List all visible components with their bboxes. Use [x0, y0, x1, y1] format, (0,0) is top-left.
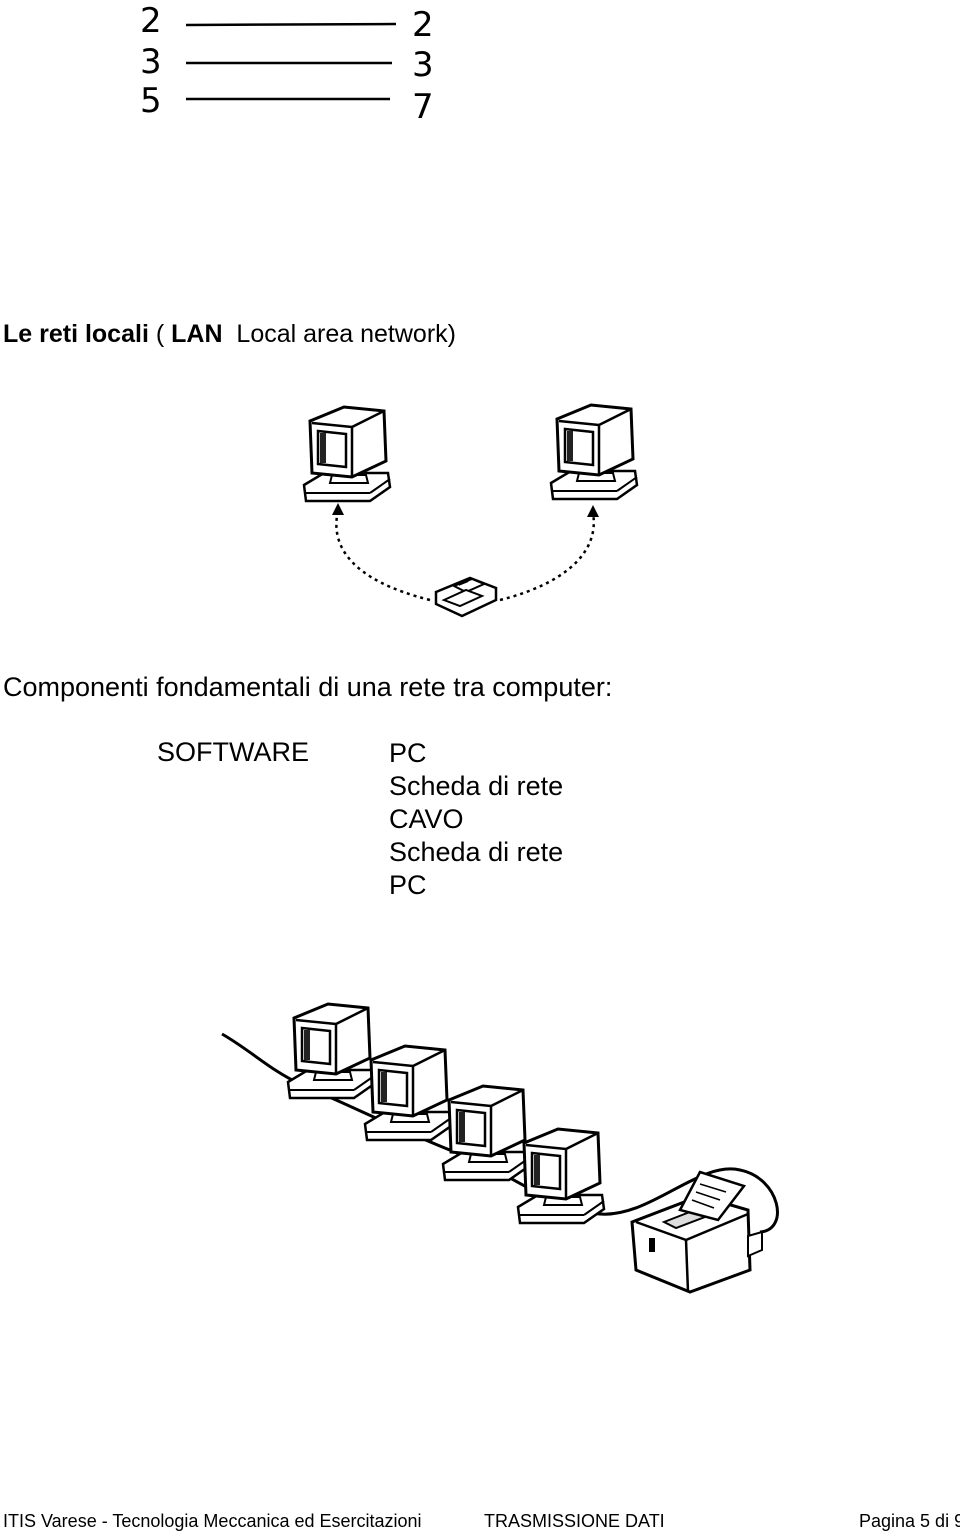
heading-expansion: Local area network)	[236, 320, 456, 348]
pin-right-1: 2	[412, 5, 434, 45]
component-item: PC	[389, 870, 427, 900]
printer-icon	[630, 1170, 763, 1294]
component-item: Scheda di rete	[389, 837, 564, 867]
section-heading: Le reti locali ( LAN Local area network)	[3, 320, 456, 349]
component-item: PC	[389, 738, 427, 768]
pin-lines	[185, 22, 397, 101]
lan-bus-illustration	[221, 1002, 779, 1294]
floppy-disk-icon	[434, 576, 498, 618]
pin-right-3: 7	[412, 87, 434, 127]
lan-computer-2	[363, 1044, 453, 1142]
computer-right	[549, 403, 639, 501]
heading-acronym: LAN	[171, 320, 223, 348]
lan-computer-3	[441, 1084, 531, 1182]
arrowhead-right	[587, 505, 599, 517]
components-title: Componenti fondamentali di una rete tra …	[3, 672, 613, 702]
pin-left-1: 2	[140, 1, 162, 41]
software-label: SOFTWARE	[157, 737, 309, 767]
footer-page-number: Pagina 5 di 9	[859, 1511, 960, 1531]
sneakernet-illustration	[302, 403, 639, 618]
computer-left	[302, 405, 392, 503]
dotted-path-left	[335, 510, 431, 602]
pin-left-2: 3	[140, 42, 162, 82]
pin-left-3: 5	[140, 81, 162, 121]
heading-title: Le reti locali	[3, 320, 149, 348]
component-item: CAVO	[389, 804, 464, 834]
dotted-path-right	[499, 512, 596, 602]
arrowhead-left	[332, 503, 344, 515]
heading-paren: (	[155, 320, 165, 348]
pin-right-2: 3	[412, 45, 434, 85]
pin-line-1	[185, 22, 397, 27]
lan-computer-4	[516, 1127, 606, 1225]
footer-left: ITIS Varese - Tecnologia Meccanica ed Es…	[3, 1511, 422, 1531]
component-item: Scheda di rete	[389, 771, 564, 801]
lan-computer-1	[286, 1002, 376, 1100]
footer-center: TRASMISSIONE DATI	[484, 1511, 665, 1531]
components-list: PC Scheda di rete CAVO Scheda di rete PC	[389, 737, 563, 902]
